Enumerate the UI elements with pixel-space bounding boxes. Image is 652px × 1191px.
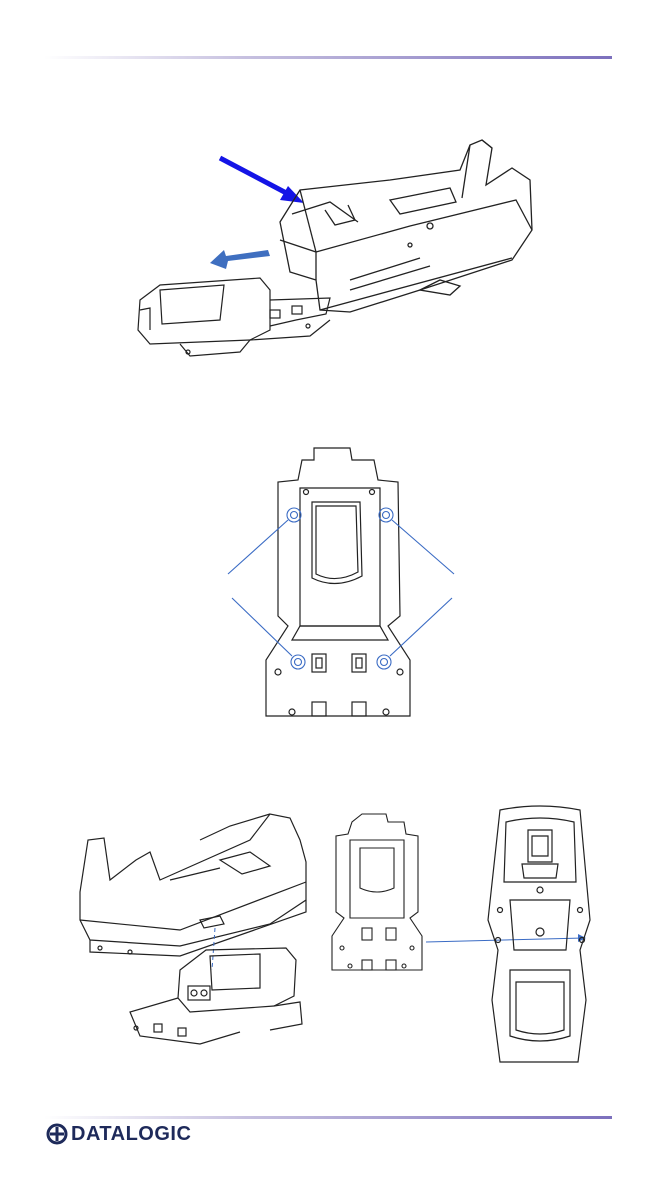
footer-rule — [44, 1116, 612, 1119]
mounting-plate-icon — [266, 448, 410, 716]
cradle-icon — [280, 140, 532, 312]
brand-name: DATALOGIC — [71, 1123, 191, 1145]
base-plate-screws-figure — [220, 440, 470, 725]
module-icon — [138, 278, 330, 356]
screw-callout-icon — [228, 508, 454, 669]
plate-front-icon — [332, 814, 422, 970]
reassembly-figure — [70, 800, 610, 1075]
datalogic-mark-icon — [46, 1123, 68, 1145]
insert-arrow-icon — [220, 158, 304, 203]
slide-out-arrow-icon — [210, 250, 270, 269]
cradle-disassembly-figure — [120, 130, 550, 370]
cradle-bottom-icon — [488, 806, 590, 1062]
datalogic-logo: DATALOGIC — [46, 1122, 191, 1146]
header-rule — [44, 56, 612, 59]
cradle-side-icon — [80, 814, 306, 956]
module-plate-icon — [130, 948, 302, 1044]
